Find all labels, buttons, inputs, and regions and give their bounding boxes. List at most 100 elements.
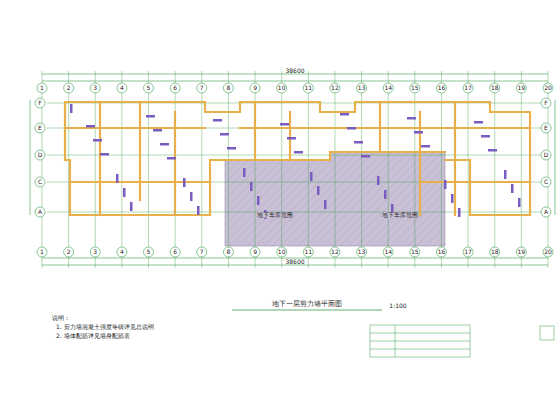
axis-bubble bbox=[170, 83, 180, 93]
axis-bubble bbox=[541, 207, 551, 217]
axis-bubble bbox=[436, 83, 446, 93]
axis-bubble bbox=[144, 247, 154, 257]
axis-number: 12 bbox=[331, 85, 339, 91]
axis-number: A bbox=[38, 209, 42, 215]
axis-number: 4 bbox=[120, 85, 124, 91]
axis-number: 6 bbox=[173, 249, 177, 255]
axis-number: F bbox=[38, 100, 41, 106]
axis-bubble bbox=[541, 150, 551, 160]
axis-bubbles bbox=[35, 83, 553, 257]
axis-number: 7 bbox=[200, 249, 204, 255]
axis-number: 12 bbox=[331, 249, 339, 255]
axis-bubble bbox=[463, 247, 473, 257]
axis-number: 9 bbox=[253, 249, 257, 255]
axis-bubble bbox=[197, 83, 207, 93]
axis-bubble bbox=[436, 247, 446, 257]
axis-number: 20 bbox=[544, 85, 552, 91]
drawing-title: 地下一层剪力墙平面图 bbox=[272, 301, 342, 308]
axis-number: 17 bbox=[464, 85, 472, 91]
axis-bubble bbox=[277, 83, 287, 93]
axis-bubble bbox=[144, 83, 154, 93]
axis-bubble bbox=[35, 150, 45, 160]
axis-number: D bbox=[38, 152, 43, 158]
axis-bubble bbox=[383, 83, 393, 93]
axis-number: 1 bbox=[40, 85, 44, 91]
axis-number: 11 bbox=[304, 85, 312, 91]
note: 1. 剪力墙混凝土强度等级详见总说明 bbox=[56, 324, 154, 330]
dimension: 38600 bbox=[285, 68, 304, 74]
axis-number: E bbox=[544, 125, 548, 131]
axis-bubble bbox=[490, 83, 500, 93]
axis-bubble bbox=[90, 247, 100, 257]
axis-number: 14 bbox=[384, 85, 392, 91]
axis-number: 18 bbox=[491, 249, 499, 255]
axis-number: 5 bbox=[147, 85, 151, 91]
note-heading: 说明： bbox=[52, 315, 70, 321]
axis-bubble bbox=[303, 247, 313, 257]
region-note: 地下车库范围 bbox=[382, 212, 418, 218]
title-block bbox=[370, 325, 554, 357]
axis-number: 13 bbox=[358, 249, 366, 255]
axis-bubble bbox=[37, 83, 47, 93]
dimension: 38600 bbox=[285, 259, 304, 265]
axis-number: 10 bbox=[278, 249, 286, 255]
axis-lines bbox=[42, 71, 548, 268]
axis-number: 11 bbox=[304, 249, 312, 255]
axis-bubble bbox=[541, 98, 551, 108]
axis-number: 16 bbox=[438, 249, 446, 255]
axis-bubble bbox=[223, 247, 233, 257]
axis-number: 18 bbox=[491, 85, 499, 91]
axis-bubble bbox=[357, 83, 367, 93]
wall-columns bbox=[70, 104, 521, 219]
axis-number: E bbox=[38, 125, 42, 131]
axis-bubble bbox=[35, 177, 45, 187]
axis-number: C bbox=[38, 179, 42, 185]
axis-bubble bbox=[383, 247, 393, 257]
region-note: 地下车库范围 bbox=[257, 212, 293, 218]
axis-bubble bbox=[250, 83, 260, 93]
axis-number: 9 bbox=[253, 85, 257, 91]
axis-bubble bbox=[277, 247, 287, 257]
axis-bubble bbox=[37, 247, 47, 257]
axis-number: F bbox=[544, 100, 547, 106]
axis-bubble bbox=[117, 247, 127, 257]
axis-number: 20 bbox=[544, 249, 552, 255]
axis-number: 14 bbox=[384, 249, 392, 255]
axis-number: 7 bbox=[200, 85, 204, 91]
axis-number: 8 bbox=[226, 249, 230, 255]
axis-bubble bbox=[490, 247, 500, 257]
axis-number: C bbox=[544, 179, 548, 185]
axis-bubble bbox=[170, 247, 180, 257]
axis-bubble bbox=[35, 123, 45, 133]
note: 2. 墙体配筋详见墙身配筋表 bbox=[56, 333, 130, 339]
axis-number: 19 bbox=[518, 249, 526, 255]
axis-bubble bbox=[330, 247, 340, 257]
axis-bubble bbox=[223, 83, 233, 93]
axis-bubble bbox=[541, 123, 551, 133]
axis-number: 5 bbox=[147, 249, 151, 255]
axis-number: 1 bbox=[40, 249, 44, 255]
axis-bubble bbox=[543, 247, 553, 257]
axis-bubble bbox=[543, 83, 553, 93]
axis-number: 4 bbox=[120, 249, 124, 255]
axis-bubble bbox=[410, 83, 420, 93]
axis-number: 16 bbox=[438, 85, 446, 91]
axis-bubble bbox=[357, 247, 367, 257]
axis-number: 8 bbox=[226, 85, 230, 91]
axis-bubble bbox=[90, 83, 100, 93]
axis-number: 17 bbox=[464, 249, 472, 255]
axis-number: 2 bbox=[67, 85, 71, 91]
axis-bubble bbox=[117, 83, 127, 93]
scale: 1:100 bbox=[389, 303, 406, 309]
axis-bubble bbox=[330, 83, 340, 93]
axis-bubble bbox=[64, 83, 74, 93]
axis-bubble bbox=[463, 83, 473, 93]
axis-number: D bbox=[544, 152, 549, 158]
axis-number: 13 bbox=[358, 85, 366, 91]
axis-bubble bbox=[516, 83, 526, 93]
axis-number: A bbox=[544, 209, 548, 215]
axis-number: 2 bbox=[67, 249, 71, 255]
axis-number: 6 bbox=[173, 85, 177, 91]
